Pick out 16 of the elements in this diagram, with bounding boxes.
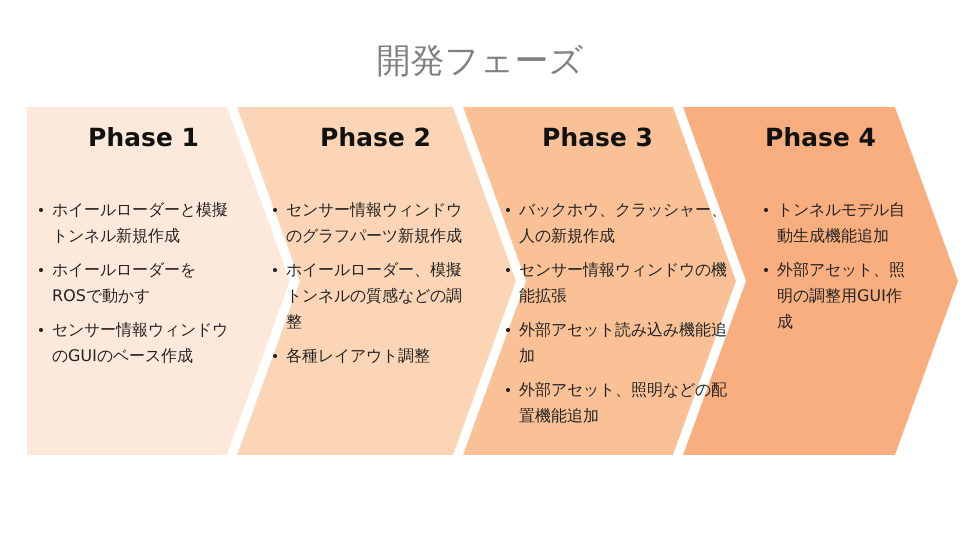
bullet-text: センサー情報ウィンドウの機能拡張: [519, 260, 727, 305]
bullet-text: ホイールローダーをROSで動かす: [52, 260, 196, 305]
phase-heading: Phase 3: [542, 123, 653, 152]
bullet-text: 外部アセット読み込み機能追加: [519, 320, 727, 365]
bullet-text: トンネルモデル自動生成機能追加: [777, 200, 905, 245]
phase-heading: Phase 4: [765, 123, 876, 152]
phase-heading: Phase 2: [320, 123, 431, 152]
bullet-text: 各種レイアウト調整: [286, 346, 430, 365]
phase-heading: Phase 1: [88, 123, 199, 152]
bullet-text: センサー情報ウィンドウのグラフパーツ新規作成: [286, 200, 462, 245]
title: 開発フェーズ: [376, 41, 584, 81]
bullet-text: センサー情報ウィンドウのGUIのベース作成: [52, 320, 228, 365]
bullet-text: ホイールローダーと模擬トンネル新規作成: [52, 200, 228, 245]
bullet-text: バックホウ、クラッシャー、人の新規作成: [519, 200, 727, 245]
bullet-text: 外部アセット、照明の調整用GUI作成: [777, 260, 905, 331]
bullet-text: ホイールローダー、模擬トンネルの質感などの調整: [286, 260, 462, 331]
